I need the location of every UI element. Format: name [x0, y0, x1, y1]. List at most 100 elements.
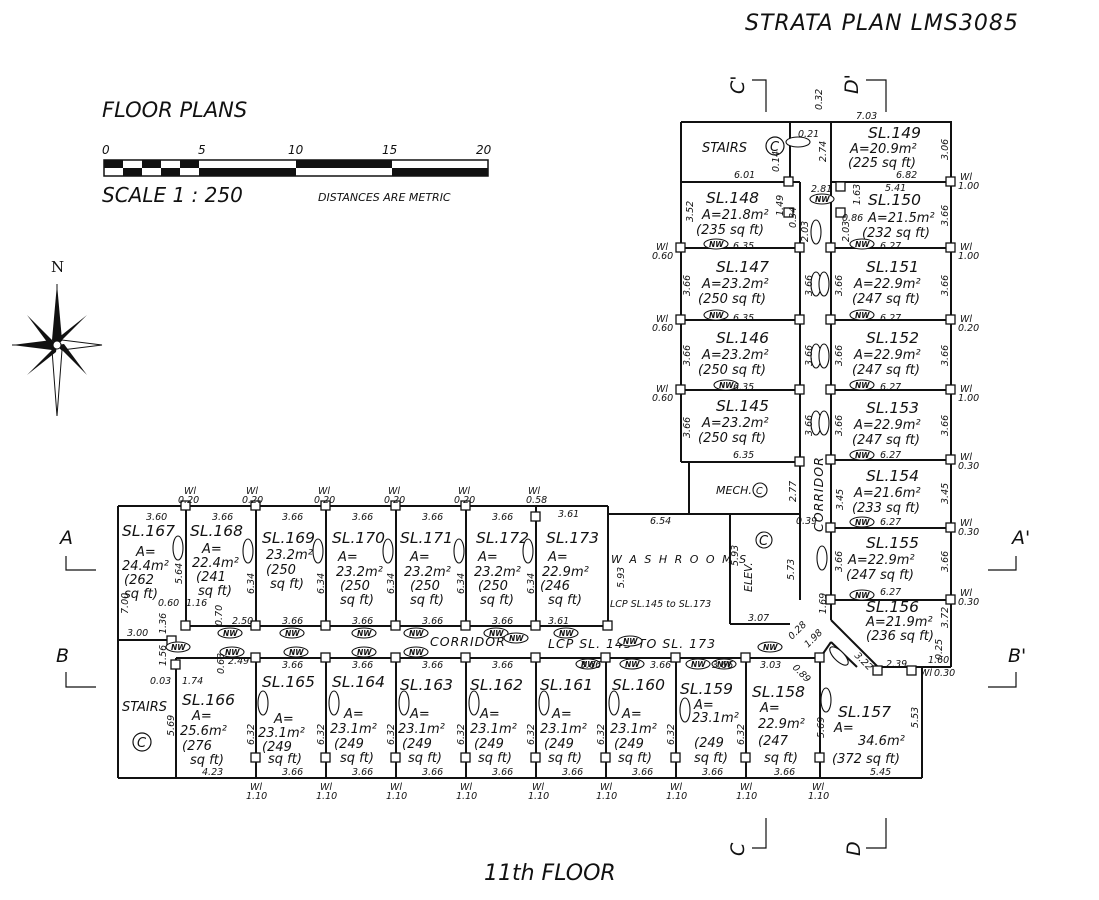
nw-d-2: [785, 136, 811, 148]
svg-text:23.1m²: 23.1m²: [470, 722, 517, 737]
svg-text:3.66: 3.66: [940, 345, 951, 366]
svg-text:NW: NW: [691, 660, 706, 669]
svg-text:0.70: 0.70: [214, 605, 225, 626]
svg-text:3.66: 3.66: [492, 512, 513, 523]
svg-text:C: C: [727, 842, 749, 856]
nw-v-12: [382, 538, 394, 564]
nw-v-15: [257, 690, 269, 716]
svg-text:SL.163: SL.163: [400, 676, 453, 694]
svg-text:(246: (246: [540, 579, 570, 594]
svg-text:3.45: 3.45: [940, 483, 951, 504]
svg-text:3.66: 3.66: [940, 205, 951, 226]
svg-text:0.63: 0.63: [216, 653, 227, 674]
svg-text:NW: NW: [223, 629, 238, 638]
svg-text:3.66: 3.66: [834, 415, 845, 436]
svg-text:SL.162: SL.162: [470, 676, 523, 694]
nw-v-19: [538, 690, 550, 716]
nw-h-19: NW: [283, 646, 309, 658]
svg-text:3.66: 3.66: [282, 512, 303, 523]
svg-text:A=21.8m²: A=21.8m²: [701, 208, 769, 223]
corner-markers: [166, 176, 956, 763]
svg-text:(235 sq ft): (235 sq ft): [696, 223, 764, 238]
svg-text:(232 sq ft): (232 sq ft): [862, 226, 930, 241]
svg-text:24.4m²: 24.4m²: [122, 559, 169, 574]
svg-text:3.66: 3.66: [282, 616, 303, 627]
svg-text:SL.151: SL.151: [866, 258, 919, 276]
svg-text:5.93: 5.93: [616, 567, 627, 588]
svg-text:0.20: 0.20: [314, 495, 335, 506]
svg-text:SL.169: SL.169: [262, 529, 315, 547]
svg-text:(372 sq ft): (372 sq ft): [832, 752, 900, 767]
nw-marks: NW NW NW NW NW NW NW NW NW NW NW NW NW N…: [165, 136, 875, 723]
svg-text:sq ft): sq ft): [408, 751, 442, 766]
nw-h-27: NW: [711, 658, 737, 670]
svg-text:A=23.2m²: A=23.2m²: [701, 416, 769, 431]
svg-text:(247 sq ft): (247 sq ft): [852, 363, 920, 378]
svg-text:1.16: 1.16: [186, 598, 207, 609]
svg-text:(250: (250: [478, 579, 508, 594]
svg-text:3.03: 3.03: [760, 660, 781, 671]
nw-h-12: NW: [279, 627, 305, 639]
svg-text:0.30: 0.30: [958, 597, 979, 608]
svg-text:6.32: 6.32: [596, 724, 607, 745]
svg-text:NW: NW: [225, 648, 240, 657]
svg-text:6.82: 6.82: [896, 170, 917, 181]
svg-text:5.64: 5.64: [174, 563, 185, 584]
svg-text:A=21.9m²: A=21.9m²: [865, 615, 933, 630]
nw-h-10: NW: [849, 589, 875, 601]
svg-text:A=: A=: [759, 701, 780, 716]
svg-text:MECH.: MECH.: [716, 484, 752, 497]
svg-text:6.32: 6.32: [736, 724, 747, 745]
svg-text:0.21: 0.21: [798, 129, 819, 140]
svg-text:SL.173: SL.173: [546, 529, 599, 547]
svg-text:6.35: 6.35: [733, 450, 754, 461]
svg-text:C: C: [756, 486, 763, 497]
svg-text:NW: NW: [855, 311, 870, 320]
svg-text:NW: NW: [357, 629, 372, 638]
svg-text:2.49: 2.49: [228, 656, 249, 667]
svg-text:STAIRS: STAIRS: [122, 700, 167, 715]
nw-h-3: NW: [713, 379, 739, 391]
nw-v-21: [679, 697, 691, 723]
nw-h-5: NW: [849, 238, 875, 250]
svg-text:3.66: 3.66: [682, 417, 693, 438]
svg-text:NW: NW: [409, 648, 424, 657]
svg-text:NW: NW: [709, 240, 724, 249]
svg-text:5: 5: [198, 143, 206, 157]
svg-text:3.06: 3.06: [940, 139, 951, 160]
svg-text:SL.150: SL.150: [868, 191, 921, 209]
section-markers: A B A' B' C' D' C D: [56, 74, 1030, 856]
svg-text:A=23.2m²: A=23.2m²: [701, 348, 769, 363]
nw-h-4: NW: [809, 193, 835, 205]
svg-text:1.10: 1.10: [736, 791, 757, 802]
svg-text:(250 sq ft): (250 sq ft): [698, 363, 766, 378]
nw-h-23: NW: [575, 658, 601, 670]
svg-text:3.61: 3.61: [558, 509, 579, 520]
svg-text:Wl: Wl: [656, 384, 668, 395]
svg-text:Wl: Wl: [960, 314, 972, 325]
svg-text:34.6m²: 34.6m²: [858, 734, 905, 749]
svg-text:sq ft): sq ft): [548, 751, 582, 766]
svg-text:Wl: Wl: [390, 782, 402, 793]
nw-h-24: NW: [617, 635, 643, 647]
svg-text:3.66: 3.66: [352, 512, 373, 523]
svg-text:23.1m²: 23.1m²: [258, 726, 305, 741]
nw-h-17: NW: [165, 641, 191, 653]
svg-text:23.1m²: 23.1m²: [540, 722, 587, 737]
svg-text:(250 sq ft): (250 sq ft): [698, 431, 766, 446]
svg-text:SL.153: SL.153: [866, 399, 919, 417]
svg-text:SL.148: SL.148: [706, 189, 759, 207]
svg-text:sq ft): sq ft): [548, 593, 582, 608]
svg-text:Wl: Wl: [960, 384, 972, 395]
svg-text:3.45: 3.45: [835, 489, 846, 510]
svg-text:3.66: 3.66: [212, 512, 233, 523]
svg-text:Wl: Wl: [318, 486, 330, 497]
svg-text:0.30: 0.30: [958, 527, 979, 538]
svg-text:ELEV.: ELEV.: [742, 562, 755, 592]
svg-text:3.66: 3.66: [352, 767, 373, 778]
